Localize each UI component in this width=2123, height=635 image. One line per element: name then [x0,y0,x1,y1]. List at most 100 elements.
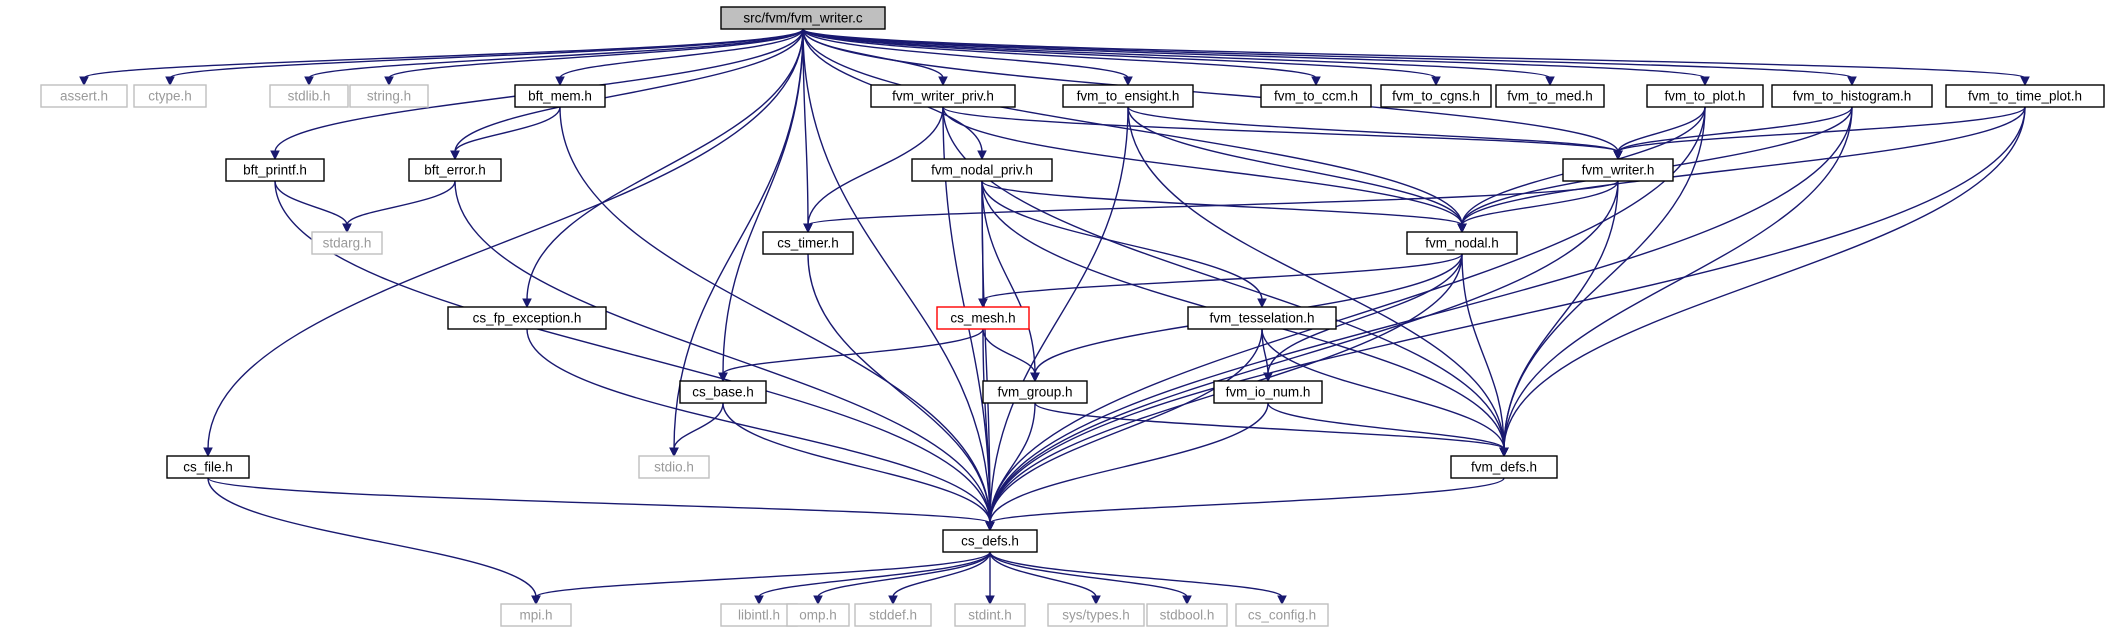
node-fvm-io-num[interactable]: fvm_io_num.h [1213,380,1323,404]
node-box [1406,231,1518,255]
node-fvm-to-histogram[interactable]: fvm_to_histogram.h [1771,84,1933,108]
node-box [500,603,572,627]
node-fvm-nodal-priv[interactable]: fvm_nodal_priv.h [911,158,1053,182]
node-fvm-to-time-plot[interactable]: fvm_to_time_plot.h [1945,84,2105,108]
node-box [1945,84,2105,108]
node-sys-types: sys/types.h [1047,603,1145,627]
node-label: fvm_to_histogram.h [1793,89,1912,104]
node-label: cs_config.h [1248,608,1316,623]
node-fvm-tesselation[interactable]: fvm_tesselation.h [1187,306,1337,330]
node-fvm-to-ccm[interactable]: fvm_to_ccm.h [1260,84,1372,108]
edge-cs-fp-exception-to-cs-defs [526,328,995,532]
node-fvm-nodal[interactable]: fvm_nodal.h [1406,231,1518,255]
edge-bft-error-to-cs-defs [454,180,995,532]
edge-cs-mesh-to-fvm-group [982,328,1040,383]
edge-fvm-nodal-priv-to-fvm-tesselation [981,180,1267,309]
node-label: stdio.h [654,460,694,475]
node-box [762,231,854,255]
node-label: omp.h [799,608,837,623]
node-string: string.h [349,84,429,108]
node-box [514,84,606,108]
node-label: sys/types.h [1062,608,1130,623]
edge-root-to-assert [79,28,804,87]
node-fvm-to-ensight[interactable]: fvm_to_ensight.h [1062,84,1194,108]
edge-root-to-fvm-to-ensight [802,28,1133,87]
node-bft-error[interactable]: bft_error.h [408,158,502,182]
edge-fvm-to-time-plot-to-fvm-nodal [1457,106,2026,234]
node-label: fvm_to_plot.h [1664,89,1745,104]
node-box [942,529,1038,553]
node-box [786,603,850,627]
node-fvm-to-plot[interactable]: fvm_to_plot.h [1646,84,1764,108]
node-label: stdbool.h [1160,608,1215,623]
node-label: fvm_group.h [997,385,1072,400]
edge-cs-defs-to-stddef [888,551,991,606]
node-fvm-writer[interactable]: fvm_writer.h [1562,158,1674,182]
node-label: mpi.h [519,608,552,623]
node-box [225,158,325,182]
node-root[interactable]: src/fvm/fvm_writer.c [720,6,886,30]
node-stdbool: stdbool.h [1146,603,1228,627]
edge-root-to-cs-base [718,28,804,383]
node-stdarg: stdarg.h [311,231,383,255]
node-stdint: stdint.h [954,603,1026,627]
node-box [1771,84,1933,108]
node-fvm-to-med[interactable]: fvm_to_med.h [1495,84,1605,108]
edge-root-to-stdlib [304,28,804,87]
node-label: fvm_to_cgns.h [1392,89,1480,104]
edge-cs-defs-to-libintl [754,551,991,606]
node-assert: assert.h [40,84,128,108]
node-label: stddef.h [869,608,917,623]
node-cs-mesh[interactable]: cs_mesh.h [936,306,1030,330]
node-cs-timer[interactable]: cs_timer.h [762,231,854,255]
node-bft-printf[interactable]: bft_printf.h [225,158,325,182]
node-box [679,380,767,404]
edge-fvm-nodal-priv-to-fvm-nodal [981,180,1467,234]
node-fvm-to-cgns[interactable]: fvm_to_cgns.h [1380,84,1492,108]
node-label: fvm_writer_priv.h [892,89,994,104]
node-box [447,306,607,330]
edge-bft-printf-to-stdarg [274,180,352,234]
edge-cs-base-to-stdio [669,402,724,458]
nodes-layer: src/fvm/fvm_writer.c assert.h ctype.h stdli… [40,6,2105,627]
edge-root-to-fvm-to-cgns [802,28,1441,87]
node-label: fvm_nodal.h [1425,236,1499,251]
edge-bft-mem-to-bft-error [450,106,561,161]
edge-fvm-io-num-to-cs-defs [985,402,1269,532]
node-box [720,6,886,30]
node-stdlib: stdlib.h [269,84,349,108]
node-ctype: ctype.h [133,84,207,108]
node-box [1235,603,1329,627]
node-fvm-defs[interactable]: fvm_defs.h [1450,455,1558,479]
node-box [1187,306,1337,330]
node-fvm-group[interactable]: fvm_group.h [982,380,1088,404]
node-box [1260,84,1372,108]
node-cs-defs[interactable]: cs_defs.h [942,529,1038,553]
edge-root-to-fvm-to-ccm [802,28,1321,87]
edge-fvm-defs-to-cs-defs [985,477,1505,532]
node-label: ctype.h [148,89,192,104]
node-stdio: stdio.h [638,455,710,479]
node-label: fvm_to_time_plot.h [1968,89,2082,104]
node-box [1646,84,1764,108]
edge-cs-file-to-mpi [207,477,541,606]
node-label: cs_fp_exception.h [473,311,582,326]
node-box [1380,84,1492,108]
edge-cs-timer-to-cs-defs [807,253,995,532]
node-cs-fp-exception[interactable]: cs_fp_exception.h [447,306,607,330]
node-label: stdint.h [968,608,1012,623]
node-bft-mem[interactable]: bft_mem.h [514,84,606,108]
edge-root-to-cs-file [203,28,804,458]
node-cs-base[interactable]: cs_base.h [679,380,767,404]
edge-bft-error-to-stdarg [342,180,456,234]
node-label: cs_file.h [183,460,233,475]
edge-root-to-fvm-to-med [802,28,1555,87]
node-omp: omp.h [786,603,850,627]
node-label: bft_printf.h [243,163,307,178]
node-cs-file[interactable]: cs_file.h [166,455,250,479]
edge-fvm-io-num-to-fvm-defs [1267,402,1509,458]
node-fvm-writer-priv[interactable]: fvm_writer_priv.h [870,84,1016,108]
node-box [1213,380,1323,404]
node-label: fvm_to_ensight.h [1077,89,1180,104]
edge-cs-defs-to-omp [813,551,991,606]
